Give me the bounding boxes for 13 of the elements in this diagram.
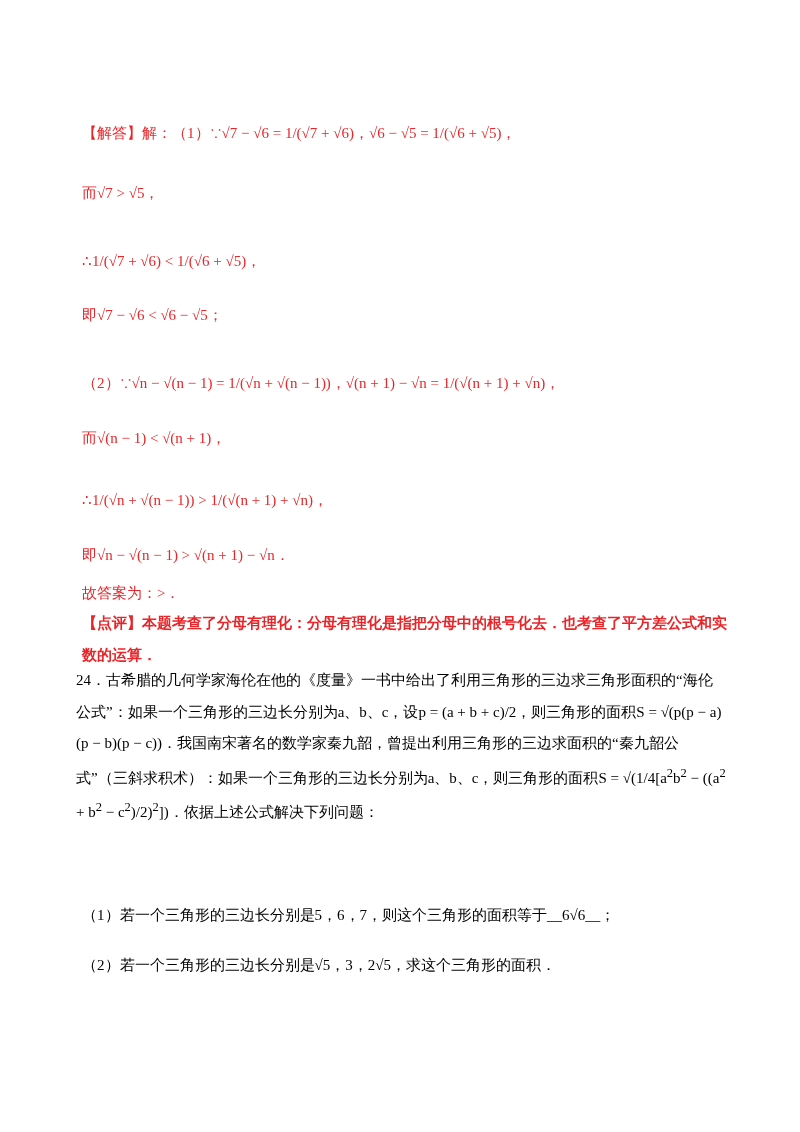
comment-paragraph: 【点评】本题考查了分母有理化：分母有理化是指把分母中的根号化去．也考查了平方差公式和实数的运算． (82, 614, 728, 665)
solution-line: 而√7 > √5， (82, 184, 161, 203)
problem-paragraph: 24．古希腊的几何学家海伦在他的《度量》一书中给出了利用三角形的三边求三角形面积的“海伦公式”：如果一个三角形的三边长分别为a、b、c，设p = (a + b + c)/2，则三角形的面积S = √(p(p − a)(p − b)(p − c))．我国南宋著名的数学家秦九韶，曾提出利用三角形的三边求面积的“秦九韶公式”（三斜求积术）：如果一个三角形的三边长分别为a、b、c，则三角形的面积S = √(1/4[a$^{2}$b$^{2}$ − ((a$^{2}$ + b$^{2}$ − c$^{2}$)/2)$^{2}$])．依据上述公式解决下列问题： (76, 671, 726, 822)
question-line: （1）若一个三角形的三边长分别是5，6，7，则这个三角形的面积等于__6√6__； (82, 906, 617, 925)
solution-line: ∴1/(√7 + √6) < 1/(√6 + √5)， (82, 252, 263, 271)
solution-line: 【解答】解：（1）∵√7 − √6 = 1/(√7 + √6)，√6 − √5 = 1/(√6 + √5)， (82, 124, 518, 143)
solution-line: 即√7 − √6 < √6 − √5； (82, 306, 224, 325)
answer-line: 故答案为：>． (82, 584, 182, 603)
solution-line: （2）∵√n − √(n − 1) = 1/(√n + √(n − 1))，√(n + 1) − √n = 1/(√(n + 1) + √n)， (82, 374, 562, 393)
question-line: （2）若一个三角形的三边长分别是√5，3，2√5，求这个三角形的面积． (82, 956, 557, 975)
solution-line: 而√(n − 1) < √(n + 1)， (82, 429, 228, 448)
solution-line: 即√n − √(n − 1) > √(n + 1) − √n． (82, 546, 291, 565)
solution-line: ∴1/(√n + √(n − 1)) > 1/(√(n + 1) + √n)， (82, 491, 330, 510)
